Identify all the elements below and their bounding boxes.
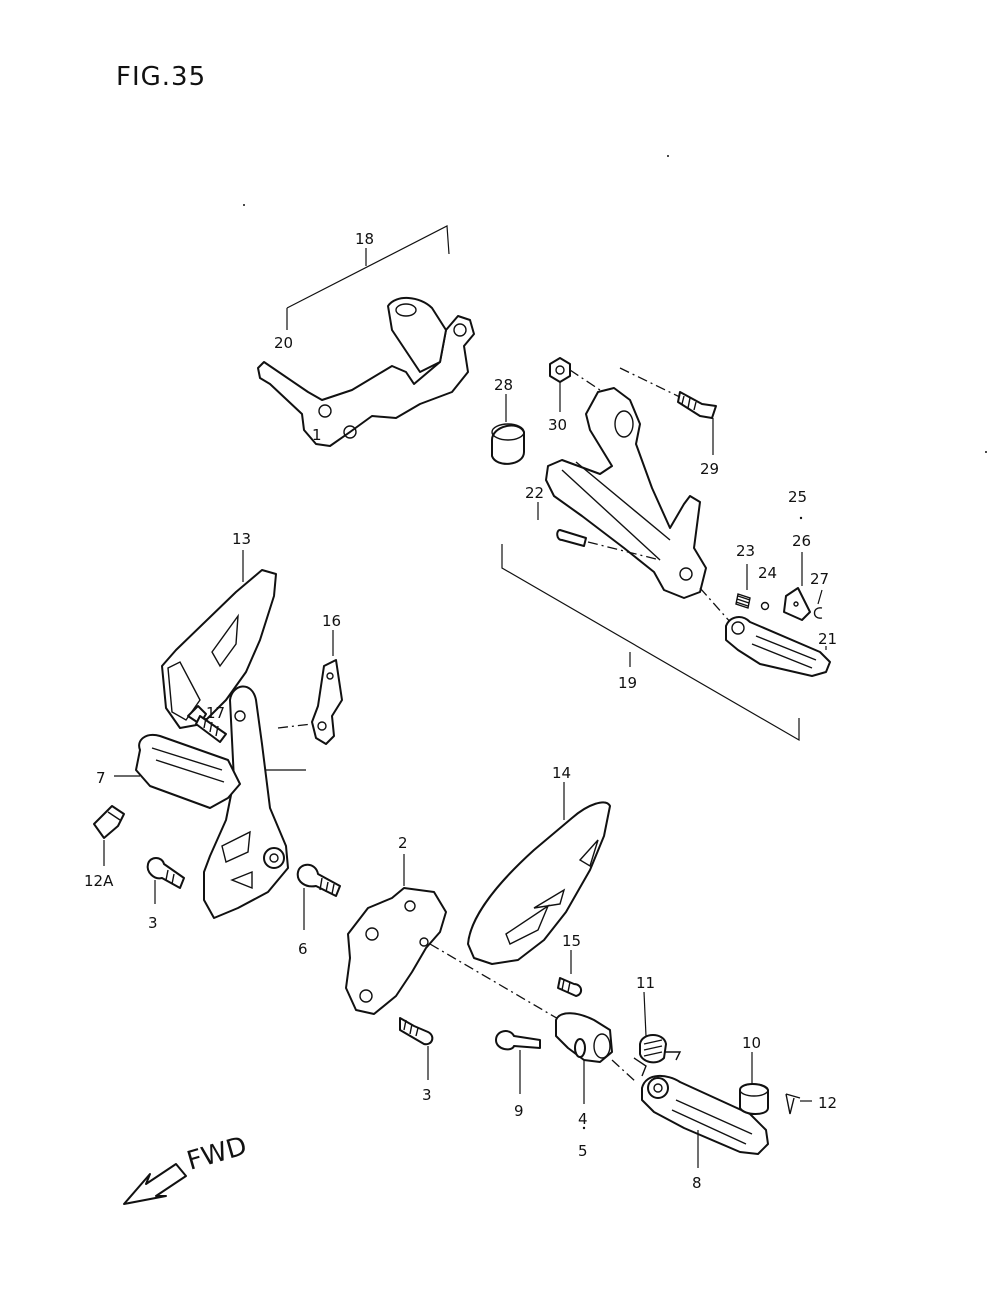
part-9-pin xyxy=(495,1030,541,1094)
callout-2: 2 xyxy=(398,834,408,852)
callout-19: 19 xyxy=(618,674,637,692)
callout-16: 16 xyxy=(322,612,341,630)
callout-24: 24 xyxy=(758,564,777,582)
figure-title: FIG.35 xyxy=(116,62,206,92)
part-10-bushing xyxy=(739,1052,769,1115)
callout-23: 23 xyxy=(736,542,755,560)
callout-14: 14 xyxy=(552,764,571,782)
callout-9: 9 xyxy=(514,1102,524,1120)
part-2-bracket xyxy=(345,854,561,1021)
callout-5: 5 xyxy=(578,1142,588,1160)
callout-26: 26 xyxy=(792,532,811,550)
part-12-cotter-pin xyxy=(785,1093,812,1115)
callout-labels: 1 2 3 3 4 5 6 7 8 9 10 11 12 12A 13 14 1… xyxy=(84,230,837,1192)
callout-30: 30 xyxy=(548,416,567,434)
callout-29: 29 xyxy=(700,460,719,478)
callout-18: 18 xyxy=(355,230,374,248)
callout-22: 22 xyxy=(525,484,544,502)
callout-6: 6 xyxy=(298,940,308,958)
part-11-spring xyxy=(611,991,682,1083)
part-15-bolt xyxy=(557,950,582,997)
part-8-footrest xyxy=(641,1075,769,1168)
callout-12A: 12A xyxy=(84,872,114,890)
callout-8: 8 xyxy=(692,1174,702,1192)
part-12A-bolt xyxy=(93,805,125,866)
part-6-bolt xyxy=(296,863,341,930)
part-17-bolt xyxy=(187,705,227,743)
arrow-icon xyxy=(123,1163,187,1205)
part-18-bracket-assembly xyxy=(257,225,475,447)
callout-7: 7 xyxy=(96,769,106,787)
callout-12: 12 xyxy=(818,1094,837,1112)
forward-direction-arrow: FWD xyxy=(123,1131,251,1205)
part-14-heel-guard xyxy=(467,782,611,965)
part-3-bolt-lower xyxy=(399,1017,434,1080)
part-16-link xyxy=(277,630,343,745)
fwd-label: FWD xyxy=(184,1131,251,1177)
part-7-footrest xyxy=(114,734,241,809)
part-1-front-bracket xyxy=(203,685,306,919)
callout-13: 13 xyxy=(232,530,251,548)
part-4-5-holder xyxy=(555,1012,613,1130)
callout-11: 11 xyxy=(636,974,655,992)
part-3-bolt-left xyxy=(146,857,185,904)
callout-20: 20 xyxy=(274,334,293,352)
callout-25: 25 xyxy=(788,488,807,506)
callout-17: 17 xyxy=(206,704,225,722)
callout-10: 10 xyxy=(742,1034,761,1052)
callout-27: 27 xyxy=(810,570,829,588)
callout-4: 4 xyxy=(578,1110,588,1128)
part-13-heel-guard xyxy=(161,550,277,729)
callout-3-left: 3 xyxy=(148,914,158,932)
part-19-rear-footrest-assembly xyxy=(491,357,831,742)
callout-28: 28 xyxy=(494,376,513,394)
callout-21: 21 xyxy=(818,630,837,648)
callout-15: 15 xyxy=(562,932,581,950)
callout-1: 1 xyxy=(312,426,322,444)
callout-3-lower: 3 xyxy=(422,1086,432,1104)
